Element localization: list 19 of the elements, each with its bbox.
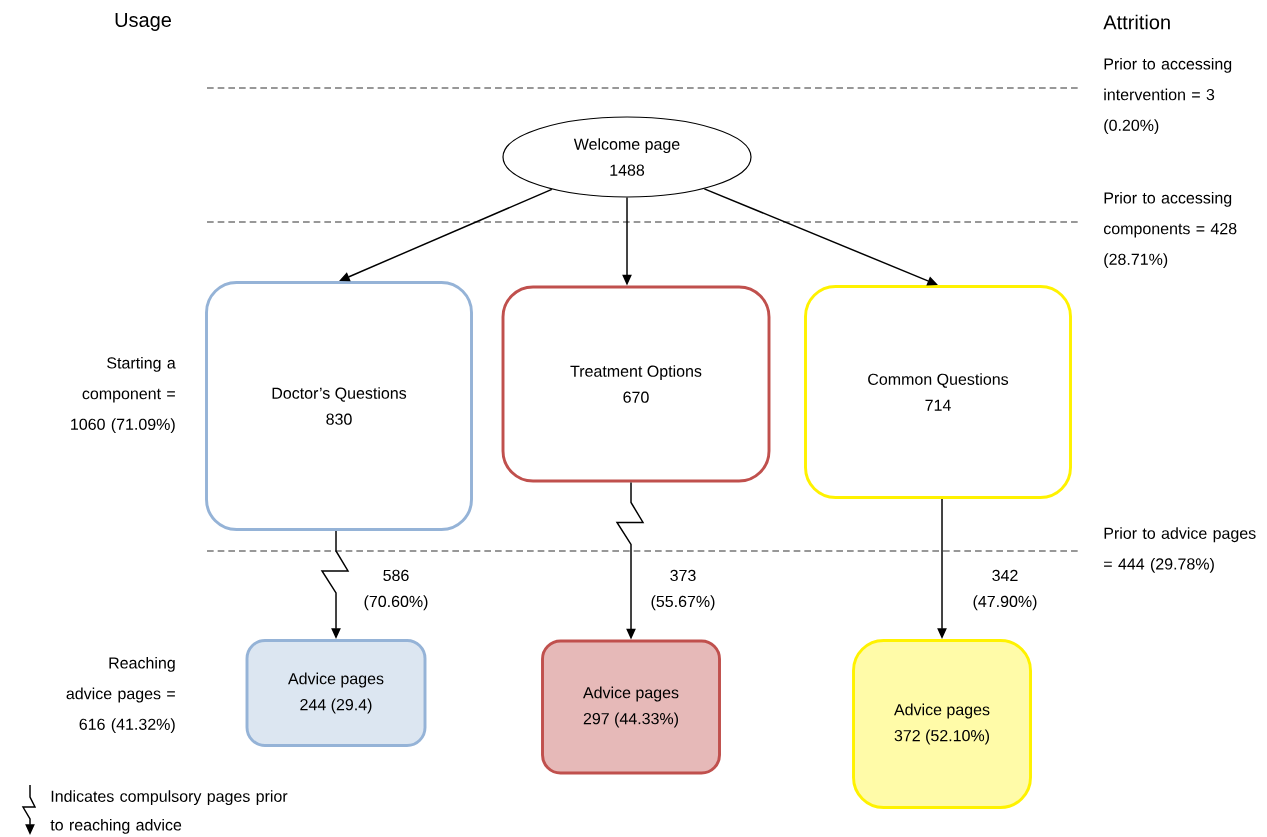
- side-note: Reaching advice pages = 616 (41.32%): [66, 656, 175, 734]
- column-heading: Attrition: [1103, 14, 1170, 30]
- arrow: [703, 188, 938, 286]
- component-box: Doctor’s Questions 830: [205, 281, 473, 531]
- column-heading: Usage: [115, 13, 171, 31]
- edge-label: 373 (55.67%): [651, 569, 715, 611]
- component-box: Advice pages 244 (29.4): [245, 639, 427, 747]
- component-box: Advice pages 297 (44.33%): [541, 639, 721, 775]
- edge-label: 586 (70.60%): [364, 569, 428, 611]
- component-box: Common Questions 714: [804, 285, 1072, 499]
- edge-label: 342 (47.90%): [973, 569, 1037, 611]
- side-note: Prior to advice pages = 444 (29.78%): [1104, 527, 1256, 573]
- component-box: Treatment Options 670: [501, 285, 771, 483]
- arrow: [339, 188, 553, 282]
- component-box: Advice pages 372 (52.10%): [852, 639, 1032, 809]
- side-note: Starting a component = 1060 (71.09%): [71, 356, 176, 434]
- side-note: Prior to accessing components = 428 (28.71%): [1103, 191, 1237, 269]
- side-note: Prior to accessing intervention = 3 (0.20%): [1104, 57, 1232, 135]
- legend-text: Indicates compulsory pages prior to reaching advice: [50, 790, 288, 834]
